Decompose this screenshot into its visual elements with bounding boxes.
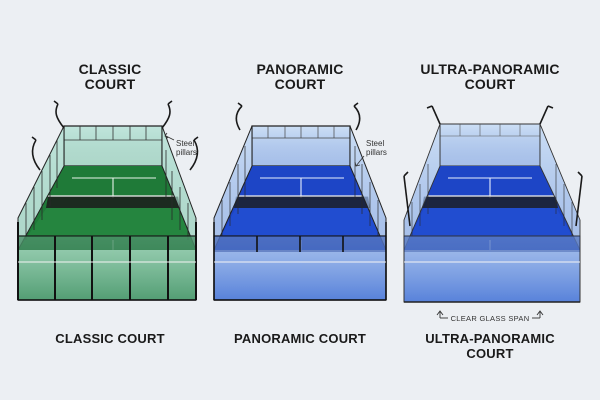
panoramic-steel-pillars-callout: Steel pillars bbox=[366, 139, 387, 157]
classic-side-mesh bbox=[25, 140, 189, 240]
panoramic-court-bottom-title: PANORAMIC COURT bbox=[233, 331, 367, 346]
ultra-panoramic-court-top-title: ULTRA-PANORAMIC COURT bbox=[420, 61, 560, 92]
classic-court-bottom-title: CLASSIC COURT bbox=[55, 331, 165, 346]
ultra-light-posts bbox=[403, 105, 583, 227]
ultra-back-mesh bbox=[440, 124, 540, 137]
clear-glass-span-label: CLEAR GLASS SPAN bbox=[450, 314, 530, 323]
panoramic-court bbox=[213, 102, 387, 301]
classic-steel-pillars bbox=[17, 222, 197, 300]
panoramic-side-mesh bbox=[221, 146, 379, 236]
classic-light-posts bbox=[31, 100, 199, 171]
classic-steel-pillars-callout: Steel pillars bbox=[176, 139, 197, 157]
clear-glass-span-arrows bbox=[436, 310, 544, 319]
panoramic-steel-pillars bbox=[213, 222, 387, 300]
classic-court-top-title: CLASSIC COURT bbox=[78, 61, 142, 92]
panoramic-court-top-title: PANORAMIC COURT bbox=[256, 61, 344, 92]
ultra-panoramic-court-bottom-title: ULTRA-PANORAMIC COURT bbox=[425, 331, 555, 361]
steel-pillars-callout-arrows bbox=[164, 132, 365, 167]
panoramic-light-posts bbox=[235, 102, 361, 131]
ultra-back-wall bbox=[439, 123, 541, 167]
ultra-side-mesh bbox=[411, 164, 573, 236]
panoramic-back-mesh bbox=[252, 126, 350, 139]
classic-back-mesh bbox=[64, 126, 162, 141]
ultra-panoramic-court bbox=[403, 105, 583, 319]
ultra-net bbox=[422, 196, 558, 208]
classic-net bbox=[46, 196, 180, 208]
classic-court bbox=[17, 100, 199, 301]
panoramic-net bbox=[234, 196, 370, 208]
